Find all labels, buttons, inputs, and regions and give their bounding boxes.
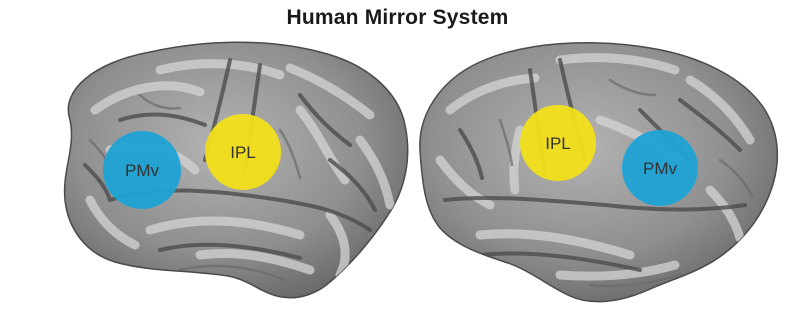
left-ipl-label: IPL: [230, 143, 256, 162]
right-ipl-label: IPL: [545, 134, 571, 153]
left-region-pmv: PMv: [103, 131, 181, 209]
left-hemisphere: PMv IPL: [65, 42, 408, 297]
right-pmv-label: PMv: [643, 159, 678, 178]
right-region-ipl: IPL: [520, 105, 596, 181]
right-region-pmv: PMv: [622, 130, 698, 206]
right-hemisphere: IPL PMv: [420, 43, 778, 302]
left-pmv-label: PMv: [125, 161, 160, 180]
left-region-ipl: IPL: [205, 114, 281, 190]
